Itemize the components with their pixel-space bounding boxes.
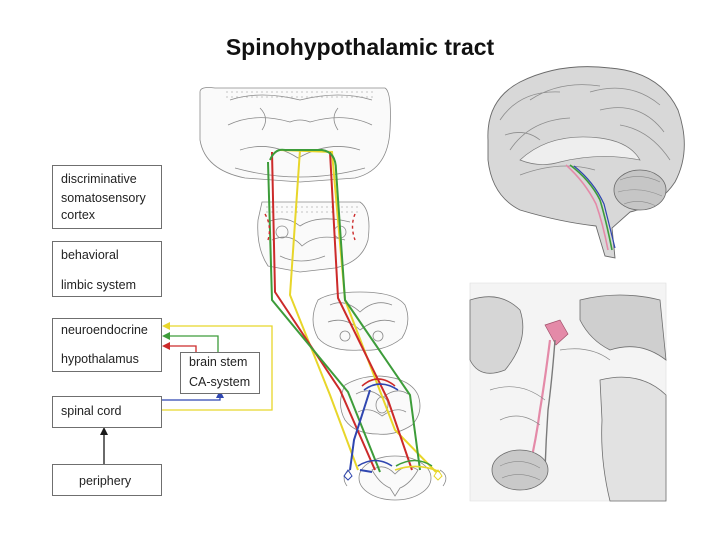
tract-blue <box>349 389 373 473</box>
ganglion-icons <box>343 469 443 481</box>
box-label: spinal cord <box>61 404 122 418</box>
box-label: somatosensory <box>61 191 146 205</box>
box-neuroendocrine: neuroendocrine hypothalamus <box>52 318 162 372</box>
box-label: neuroendocrine <box>61 323 148 337</box>
box-label: behavioral <box>61 248 119 262</box>
box-label: limbic system <box>61 278 137 292</box>
box-spinal-cord: spinal cord <box>52 396 162 428</box>
arrow-heads <box>100 322 224 435</box>
tract-green <box>267 148 421 473</box>
box-behavioral: behavioral limbic system <box>52 241 162 297</box>
box-label: periphery <box>79 474 132 488</box>
tract-crossing-loops <box>357 378 441 473</box>
page-title: Spinohypothalamic tract <box>225 34 495 60</box>
box-brainstem: brain stem CA-system <box>180 352 260 394</box>
box-discriminative: discriminative somatosensory cortex <box>52 165 162 229</box>
box-periphery: periphery <box>52 464 162 496</box>
box-label: discriminative <box>61 172 137 186</box>
tract-red-dashed <box>264 213 356 241</box>
brain-sagittal-illustration <box>487 66 685 259</box>
box-label: hypothalamus <box>61 352 139 366</box>
box-label: brain stem <box>189 355 248 369</box>
hypothalamus-illustration <box>469 282 667 502</box>
box-label: CA-system <box>189 375 251 389</box>
box-label: cortex <box>61 208 96 222</box>
cross-section-midbrain <box>199 87 391 183</box>
cross-section-spinal-cord <box>343 455 447 501</box>
